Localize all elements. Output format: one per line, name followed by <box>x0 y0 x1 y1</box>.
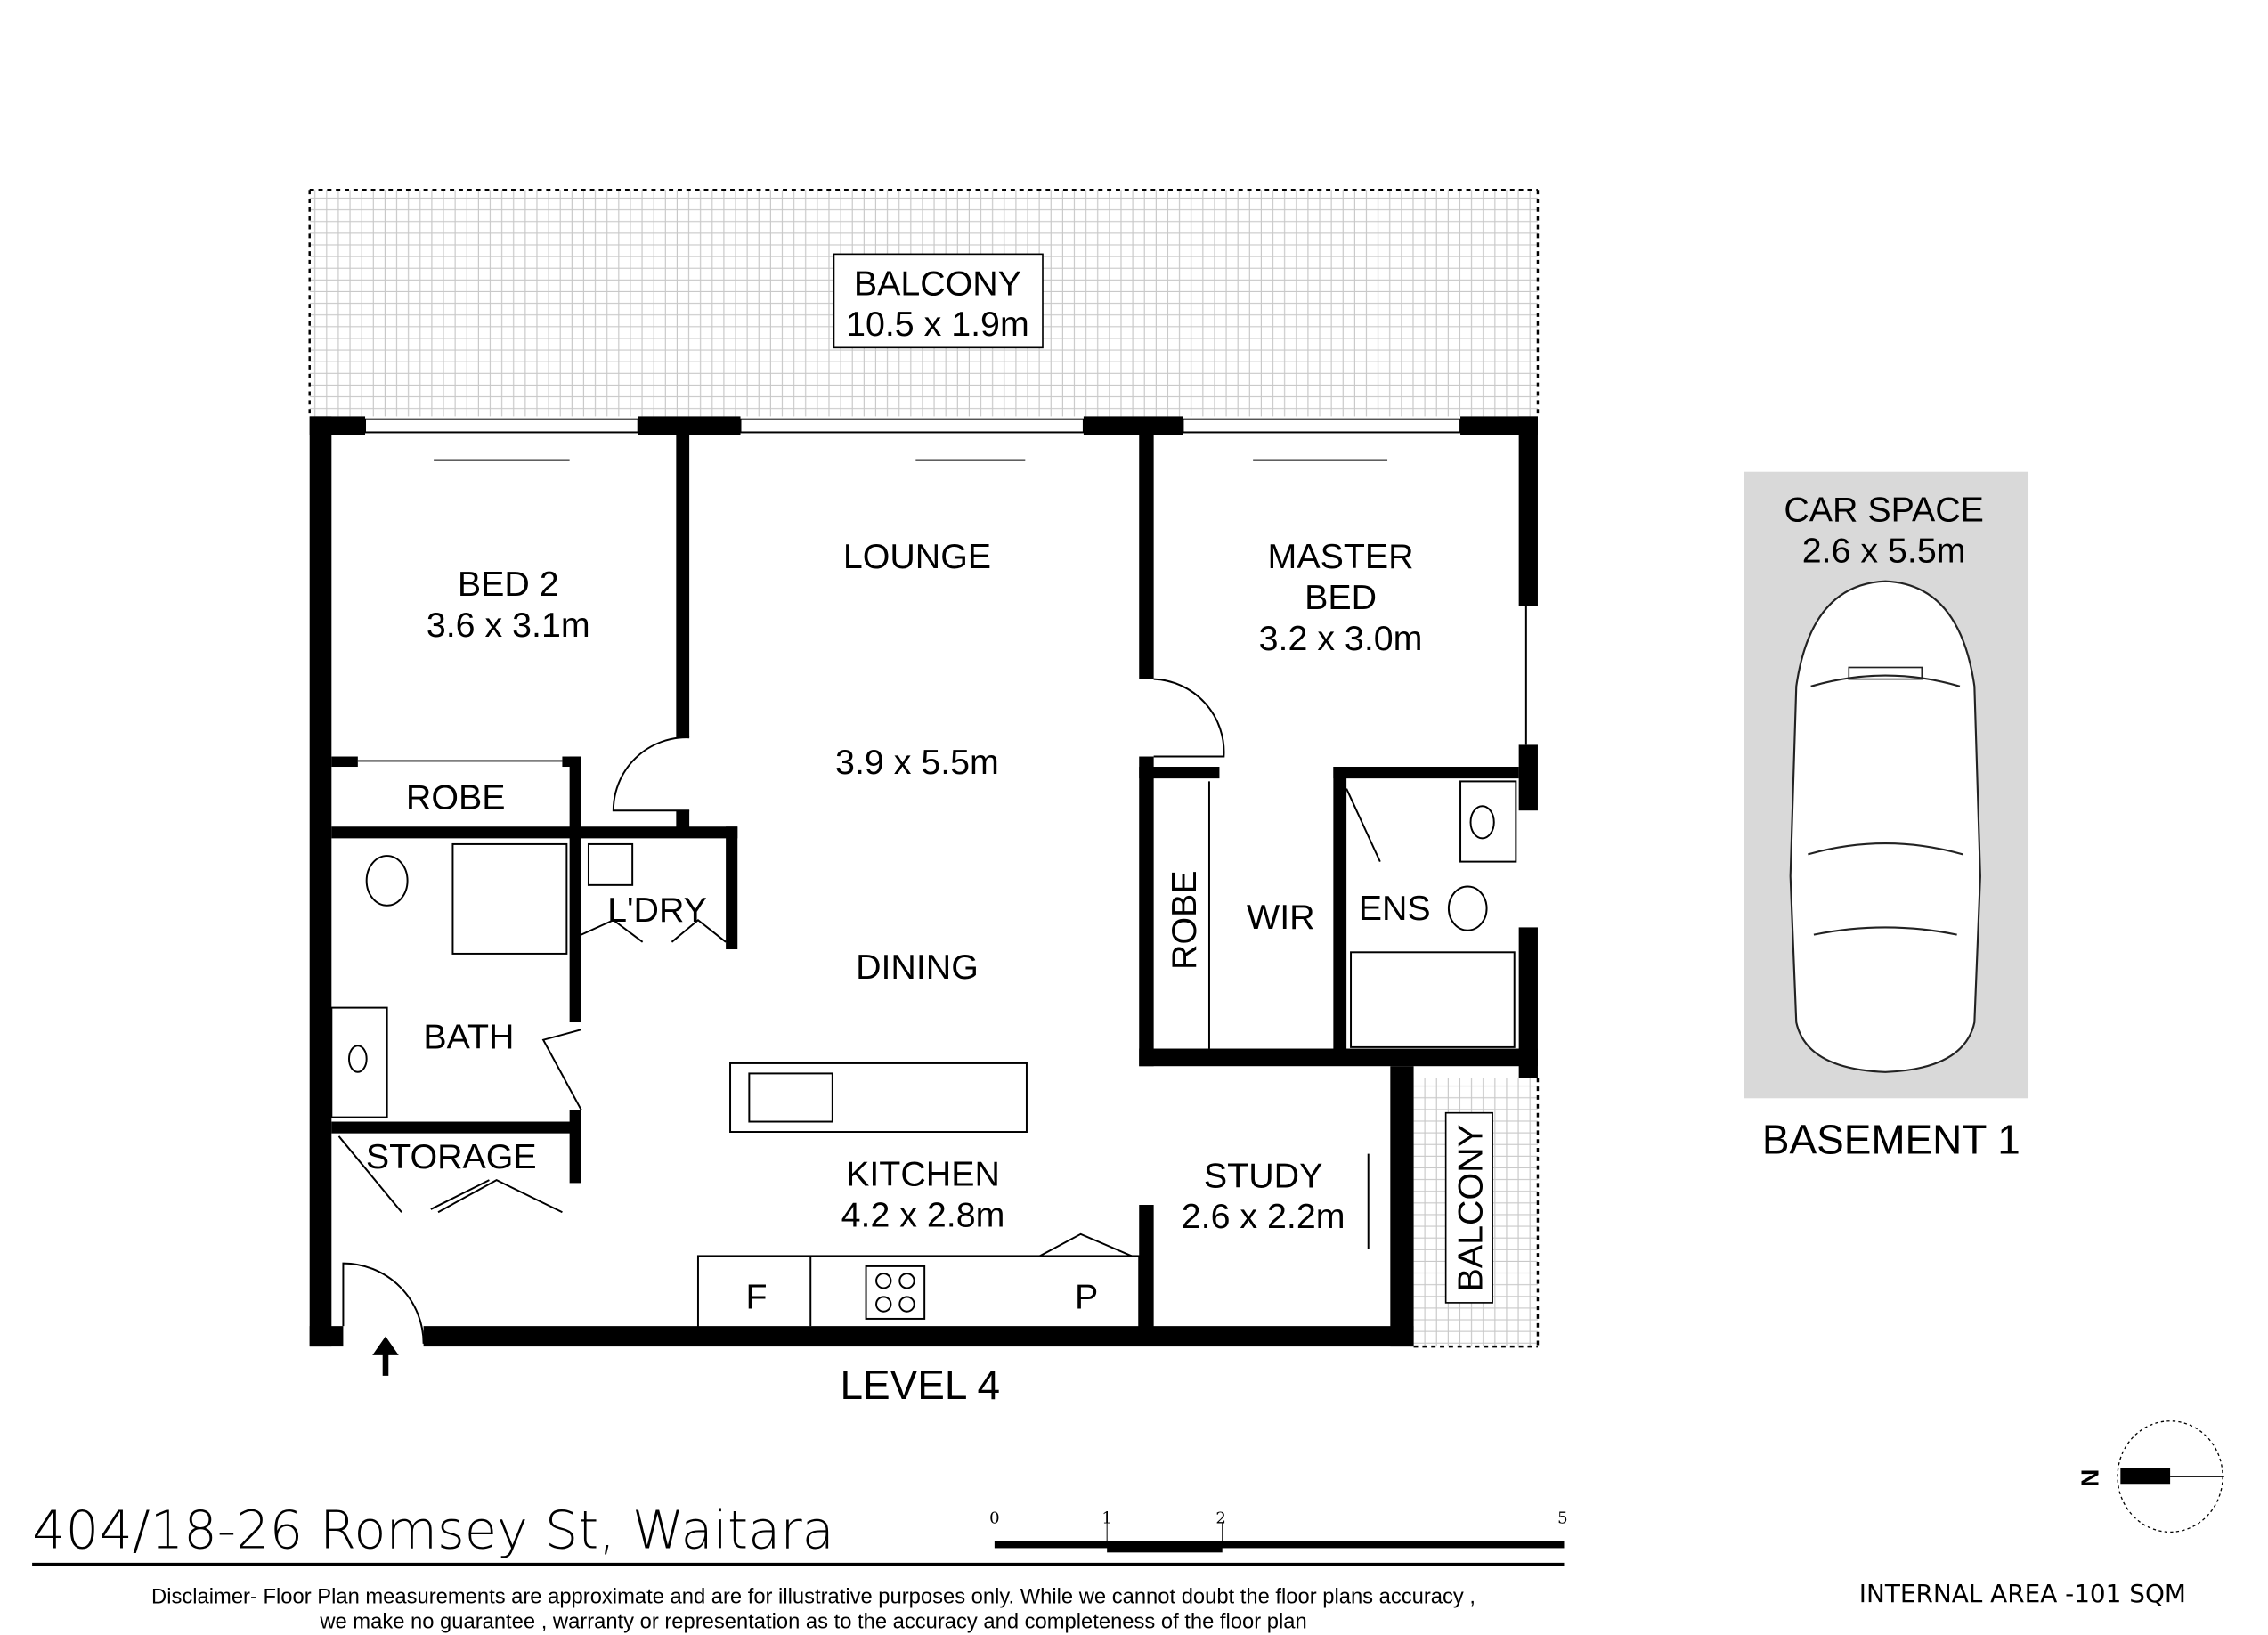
car-space: CAR SPACE 2.6 x 5.5m BASEMENT 1 <box>1744 471 2029 1163</box>
storage-label: STORAGE <box>366 1137 537 1176</box>
scale-tick-5: 5 <box>1557 1509 1567 1528</box>
disclaimer-line-1: Disclaimer- Floor Plan measurements are … <box>151 1585 1475 1609</box>
level-label: LEVEL 4 <box>840 1362 1000 1408</box>
robe-label: ROBE <box>406 778 506 818</box>
address-title: 404/18-26 Romsey St, Waitara <box>32 1499 834 1560</box>
kitchen-size: 4.2 x 2.8m <box>841 1196 1005 1235</box>
bed2-size: 3.6 x 3.1m <box>427 606 590 645</box>
disclaimer-line-2: we make no guarantee , warranty or repre… <box>319 1610 1306 1634</box>
scale-tick-0: 0 <box>989 1509 999 1528</box>
study-size: 2.6 x 2.2m <box>1182 1197 1345 1236</box>
study-label: STUDY <box>1204 1156 1322 1195</box>
pantry-label: P <box>1075 1277 1098 1316</box>
lounge-label: LOUNGE <box>843 537 991 576</box>
dining-label: DINING <box>856 948 979 987</box>
car-space-label: CAR SPACE <box>1784 490 1984 529</box>
car-icon <box>1789 580 1981 1073</box>
kitchen-label: KITCHEN <box>846 1155 1000 1194</box>
balcony-side-label: BALCONY <box>1451 1124 1491 1291</box>
master-size: 3.2 x 3.0m <box>1259 619 1423 658</box>
walls <box>309 416 1538 1347</box>
scale-tick-1: 1 <box>1101 1509 1111 1528</box>
master-label-2: BED <box>1305 578 1377 617</box>
compass-letter: N <box>2077 1469 2104 1487</box>
scale-tick-2: 2 <box>1215 1509 1225 1528</box>
bed2-label: BED 2 <box>458 565 559 604</box>
master-label-1: MASTER <box>1268 537 1414 576</box>
fridge-label: F <box>746 1277 768 1316</box>
fixtures <box>330 418 1527 1344</box>
basement-label: BASEMENT 1 <box>1762 1117 2020 1163</box>
car-space-size: 2.6 x 5.5m <box>1802 531 1966 570</box>
scale-bar: 0 1 2 5 <box>989 1509 1568 1553</box>
north-arrow-icon <box>2120 1468 2171 1485</box>
wir-label: WIR <box>1247 898 1315 937</box>
internal-area: INTERNAL AREA -101 SQM <box>1859 1579 2186 1608</box>
lounge-size: 3.9 x 5.5m <box>835 743 999 782</box>
laundry-label: L'DRY <box>607 891 707 930</box>
room-labels: BED 2 3.6 x 3.1m LOUNGE 3.9 x 5.5m DININ… <box>366 537 1431 1408</box>
balcony-label: BALCONY <box>854 264 1021 303</box>
wir-robe-label: ROBE <box>1165 870 1204 970</box>
entry-arrow-icon <box>372 1336 399 1376</box>
balcony-main: BALCONY 10.5 x 1.9m <box>308 188 1540 417</box>
bath-label: BATH <box>423 1018 514 1057</box>
ens-label: ENS <box>1359 889 1431 928</box>
compass: N <box>2077 1420 2224 1533</box>
balcony-side: BALCONY <box>1413 1078 1540 1348</box>
balcony-size: 10.5 x 1.9m <box>846 305 1029 344</box>
